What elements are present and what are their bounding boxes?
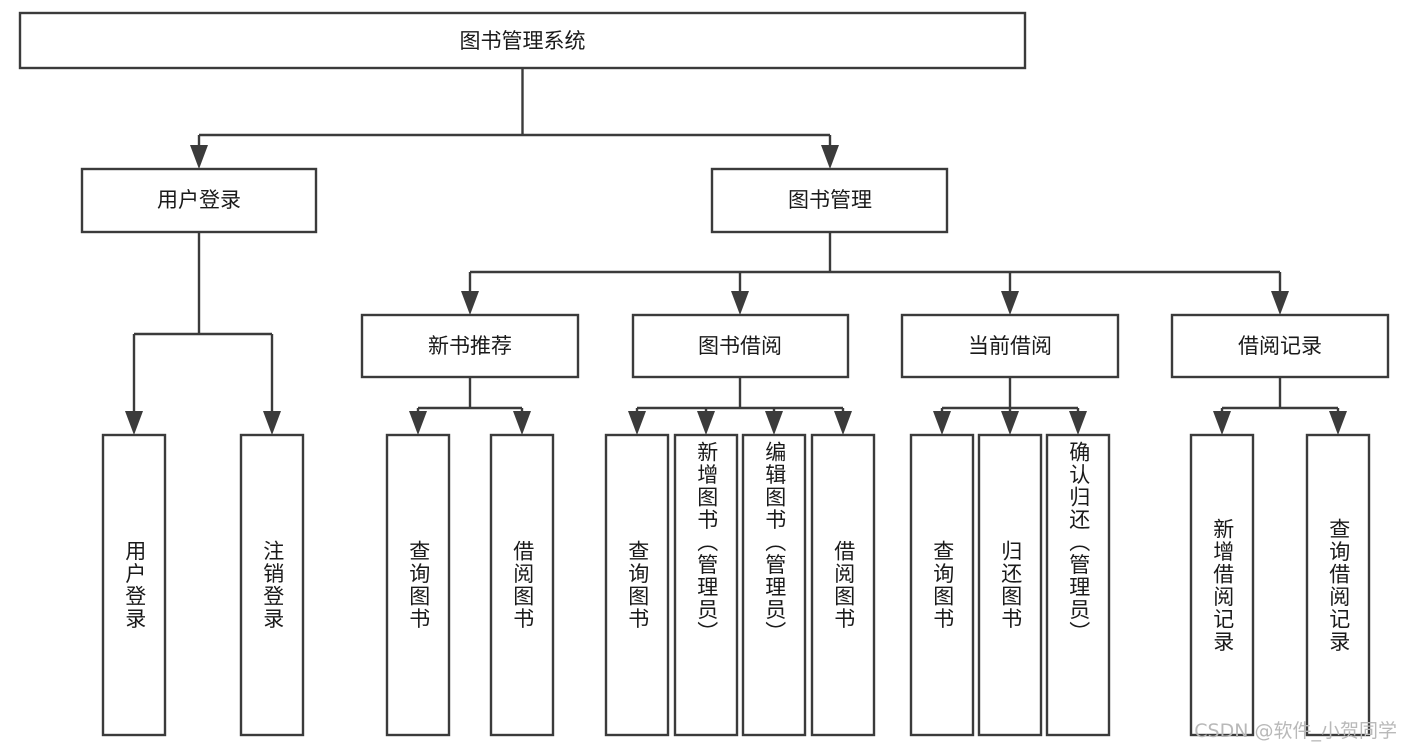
arrow-head-leaf-cb-1 bbox=[933, 411, 951, 435]
node-root-box[interactable] bbox=[18, 11, 1027, 70]
leaf-box-new-book-1[interactable] bbox=[385, 433, 451, 737]
node-new-book-recommend-label: 新书推荐 bbox=[428, 334, 512, 358]
node-borrow-record-label: 借阅记录 bbox=[1238, 334, 1322, 358]
arrow-head-leaf-nb-2 bbox=[513, 411, 531, 435]
leaf-box-book-borrow-2[interactable] bbox=[673, 433, 739, 737]
node-new-book-recommend[interactable]: 新书推荐 bbox=[360, 313, 580, 379]
node-new-book-recommend-box[interactable] bbox=[360, 313, 580, 379]
arrow-head-leaf-br-1 bbox=[1213, 411, 1231, 435]
leaf-boxes bbox=[101, 433, 1371, 737]
node-book-borrow-label: 图书借阅 bbox=[698, 334, 782, 358]
leaf-box-new-book-2[interactable] bbox=[489, 433, 555, 737]
leaf-box-user-login-2[interactable] bbox=[239, 433, 305, 737]
connector-group-root bbox=[190, 68, 839, 169]
node-user-login-box[interactable] bbox=[80, 167, 318, 234]
leaf-box-user-login-1[interactable] bbox=[101, 433, 167, 737]
connector-group-user-login bbox=[125, 232, 281, 435]
node-book-manage[interactable]: 图书管理 bbox=[710, 167, 949, 234]
leaf-box-book-borrow-3[interactable] bbox=[741, 433, 807, 737]
node-user-login-label: 用户登录 bbox=[157, 188, 241, 212]
leaf-box-current-borrow-3[interactable] bbox=[1045, 433, 1111, 737]
leaf-box-current-borrow-1[interactable] bbox=[909, 433, 975, 737]
connector-group-borrow-record bbox=[1213, 377, 1347, 435]
arrow-head-leaf-br-2 bbox=[1329, 411, 1347, 435]
connector-group-book-borrow bbox=[628, 377, 852, 435]
connector-group-book-manage bbox=[461, 232, 1289, 315]
leaf-box-borrow-record-2[interactable] bbox=[1305, 433, 1371, 737]
arrow-head-new-book bbox=[461, 291, 479, 315]
node-current-borrow[interactable]: 当前借阅 bbox=[900, 313, 1120, 379]
arrow-head-book-manage bbox=[821, 145, 839, 169]
node-current-borrow-box[interactable] bbox=[900, 313, 1120, 379]
node-current-borrow-label: 当前借阅 bbox=[968, 334, 1052, 358]
leaf-box-book-borrow-4[interactable] bbox=[810, 433, 876, 737]
node-book-borrow[interactable]: 图书借阅 bbox=[631, 313, 850, 379]
node-user-login[interactable]: 用户登录 bbox=[80, 167, 318, 234]
arrow-head-leaf-cb-3 bbox=[1069, 411, 1087, 435]
connector-group-current-borrow bbox=[933, 377, 1087, 435]
node-borrow-record[interactable]: 借阅记录 bbox=[1170, 313, 1390, 379]
node-root[interactable]: 图书管理系统 bbox=[18, 11, 1027, 70]
arrow-head-user-login bbox=[190, 145, 208, 169]
arrow-head-leaf-cb-2 bbox=[1001, 411, 1019, 435]
arrow-head-borrow-record bbox=[1271, 291, 1289, 315]
arrow-head-leaf-ul-2 bbox=[263, 411, 281, 435]
leaf-box-borrow-record-1[interactable] bbox=[1189, 433, 1255, 737]
watermark-text: CSDN @软件_小贺同学 bbox=[1194, 720, 1397, 742]
arrow-head-leaf-ul-1 bbox=[125, 411, 143, 435]
node-book-manage-label: 图书管理 bbox=[788, 188, 872, 212]
node-root-label: 图书管理系统 bbox=[460, 29, 586, 53]
arrow-head-leaf-bb-3 bbox=[765, 411, 783, 435]
arrow-head-leaf-nb-1 bbox=[409, 411, 427, 435]
arrow-head-current-borrow bbox=[1001, 291, 1019, 315]
node-book-manage-box[interactable] bbox=[710, 167, 949, 234]
arrow-head-leaf-bb-1 bbox=[628, 411, 646, 435]
arrow-head-book-borrow bbox=[731, 291, 749, 315]
arrow-head-leaf-bb-4 bbox=[834, 411, 852, 435]
arrow-head-leaf-bb-2 bbox=[697, 411, 715, 435]
connector-group-new-book bbox=[409, 377, 531, 435]
leaf-box-book-borrow-1[interactable] bbox=[604, 433, 670, 737]
leaf-box-current-borrow-2[interactable] bbox=[977, 433, 1043, 737]
node-borrow-record-box[interactable] bbox=[1170, 313, 1390, 379]
node-book-borrow-box[interactable] bbox=[631, 313, 850, 379]
